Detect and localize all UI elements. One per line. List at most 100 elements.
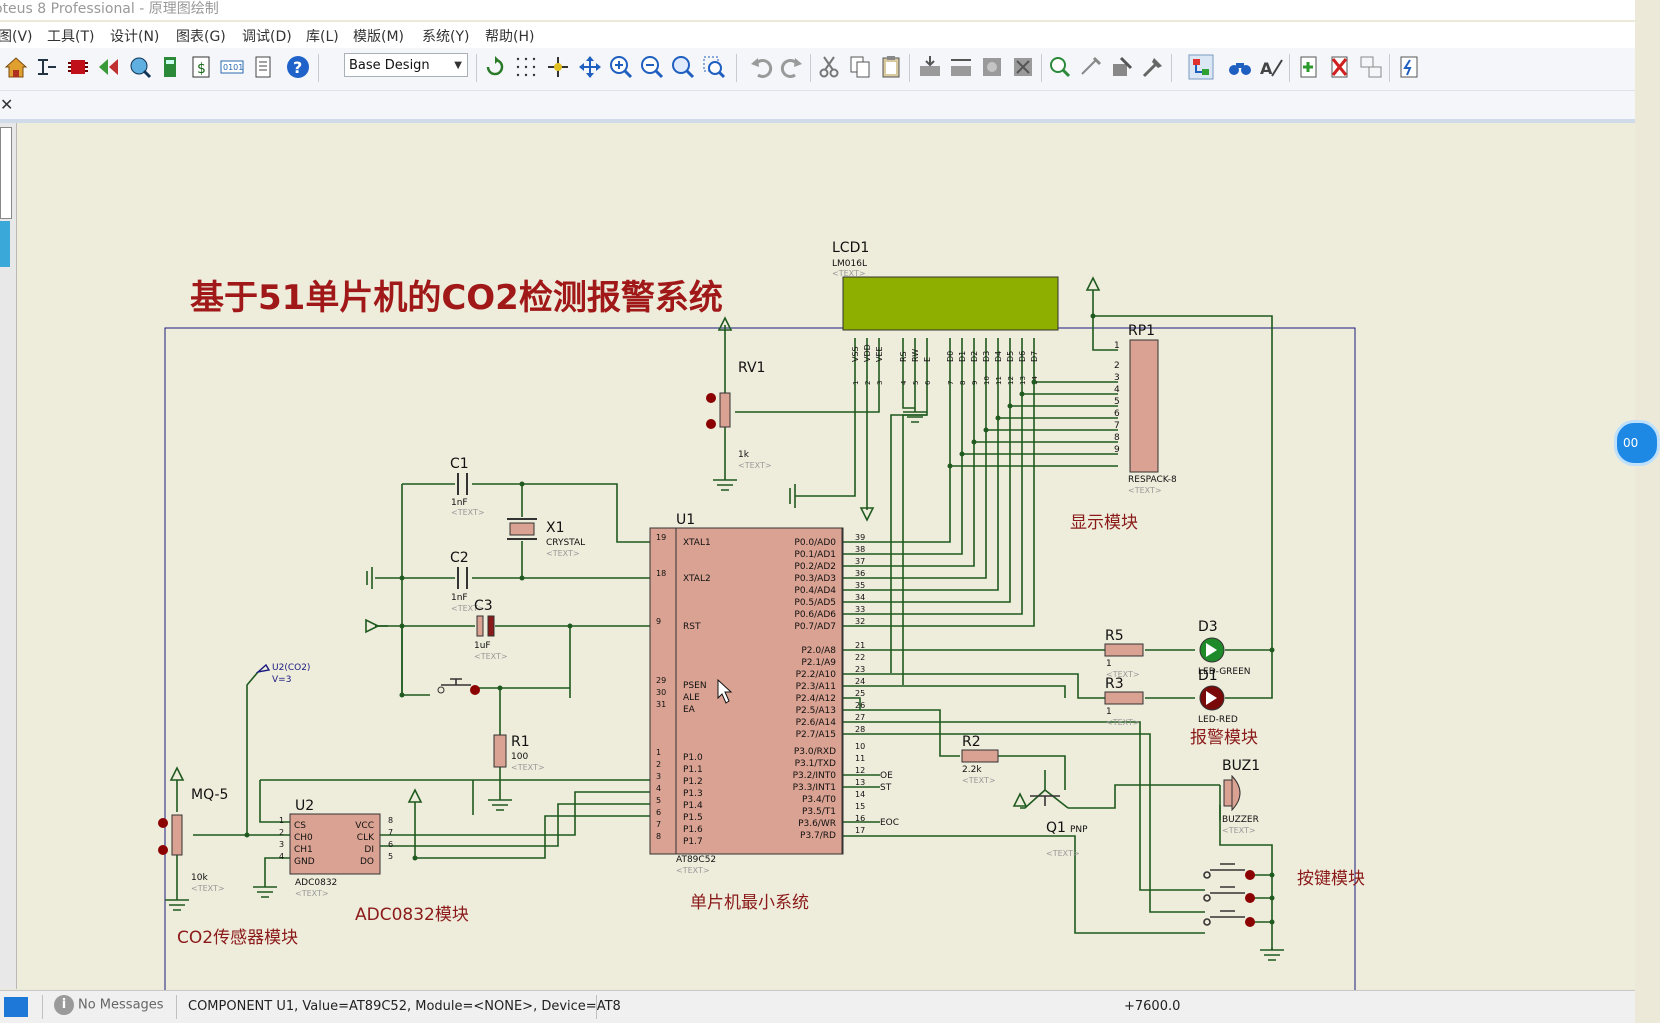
u1-pin-num: 18 <box>656 569 666 578</box>
pan-icon[interactable] <box>577 54 603 80</box>
buzzer[interactable] <box>1223 774 1241 812</box>
panel-tab-highlight[interactable] <box>0 221 10 267</box>
copy-icon[interactable] <box>847 54 873 80</box>
menu-template[interactable]: 模版(M) <box>353 29 405 45</box>
u2-pin-num: 5 <box>388 852 393 861</box>
design-variant-select[interactable]: Base Design▼ <box>344 53 468 77</box>
led-red-d1[interactable] <box>1199 685 1225 711</box>
home-icon[interactable] <box>3 54 29 80</box>
search-tag-icon[interactable] <box>1227 54 1253 80</box>
buz1-text: <TEXT> <box>1222 826 1256 835</box>
crystal-x1[interactable] <box>507 518 537 540</box>
u2-pin-cs: CS <box>294 821 306 831</box>
mq5-sensor[interactable] <box>158 814 183 856</box>
zoom-in-icon[interactable] <box>608 54 634 80</box>
zoom-all-icon[interactable] <box>670 54 696 80</box>
design-explorer-icon[interactable] <box>157 54 183 80</box>
make-device-icon[interactable] <box>1078 54 1104 80</box>
schematic-canvas[interactable]: 基于51单片机的CO2检测报警系统 显示模块 报警模块 按键模块 单片机最小系统… <box>17 123 1635 999</box>
u1-pin-num: 37 <box>855 557 865 566</box>
cut-icon[interactable] <box>816 54 842 80</box>
resistor-r5[interactable] <box>1104 643 1144 657</box>
origin-icon[interactable] <box>545 54 571 80</box>
paste-icon[interactable] <box>878 54 904 80</box>
key-buttons[interactable] <box>1203 863 1255 927</box>
adc-u2[interactable] <box>289 813 381 875</box>
zoom-area-icon[interactable] <box>701 54 727 80</box>
grid-toggle-icon[interactable] <box>513 54 539 80</box>
resistor-r2[interactable] <box>961 749 999 763</box>
d3-ref: D3 <box>1198 619 1218 635</box>
pcb-layout-icon[interactable] <box>65 54 91 80</box>
mouse-cursor-icon <box>717 678 733 704</box>
resistor-pack[interactable]: RP1 RESPACK-8 <TEXT> <box>1128 323 1177 495</box>
side-floating-badge[interactable]: 00 <box>1614 420 1660 466</box>
u1-pin-ea: EA <box>683 705 696 715</box>
wire-autorouter-icon[interactable] <box>1188 54 1214 80</box>
u2-pin-num: 1 <box>279 816 284 825</box>
remove-sheet-icon[interactable] <box>1327 54 1353 80</box>
resistor-r3[interactable] <box>1104 691 1144 705</box>
project-notes-icon[interactable] <box>250 54 276 80</box>
voltage-probe[interactable] <box>255 663 271 674</box>
help-icon[interactable]: ? <box>285 54 311 80</box>
resistor-r1[interactable] <box>493 734 507 768</box>
redo-icon[interactable] <box>779 54 805 80</box>
lcd-pin-d4: D4 <box>994 351 1003 362</box>
u1-pin-p3-7-rd: P3.7/RD <box>800 831 836 841</box>
u1-pin-p2-6-a14: P2.6/A14 <box>796 718 837 728</box>
menu-design[interactable]: 设计(N) <box>110 29 160 45</box>
block-delete-icon[interactable] <box>1010 54 1036 80</box>
lcd-pin-num: 3 <box>876 381 884 385</box>
capacitor-c3[interactable] <box>476 615 495 637</box>
source-code-icon[interactable]: 0101 <box>219 54 245 80</box>
gerber-viewer-icon[interactable] <box>127 54 153 80</box>
simulation-stop-button[interactable] <box>4 997 28 1017</box>
exit-to-parent-icon[interactable] <box>1358 54 1384 80</box>
property-assignment-icon[interactable]: A <box>1258 54 1284 80</box>
block-move-icon[interactable] <box>948 54 974 80</box>
menu-graph[interactable]: 图表(G) <box>176 29 226 45</box>
u1-pin-ale: ALE <box>683 693 700 703</box>
u1-pin-num: 9 <box>656 617 661 626</box>
lcd-text: <TEXT> <box>832 269 866 278</box>
refresh-icon[interactable] <box>482 54 508 80</box>
undo-icon[interactable] <box>748 54 774 80</box>
menu-system[interactable]: 系统(Y) <box>422 29 470 45</box>
menu-library[interactable]: 库(L) <box>306 29 339 45</box>
mcu-u1[interactable]: U1 AT89C52 <TEXT> <box>649 512 844 875</box>
led-green-d3[interactable] <box>1199 637 1225 663</box>
rp1-pin-num: 3 <box>1114 373 1120 383</box>
r1-text: <TEXT> <box>511 763 545 772</box>
new-sheet-icon[interactable] <box>1296 54 1322 80</box>
c3-text: <TEXT> <box>474 652 508 661</box>
oe-net-label: OE <box>880 771 893 781</box>
schematic-capture-icon[interactable] <box>34 54 60 80</box>
svg-text:?: ? <box>293 58 302 77</box>
menu-help[interactable]: 帮助(H) <box>485 29 535 45</box>
pick-parts-icon[interactable] <box>1047 54 1073 80</box>
bill-of-materials-icon[interactable]: $ <box>188 54 214 80</box>
lcd-display[interactable]: LCD1 LM016L <TEXT> <box>832 240 1059 331</box>
packaging-tool-icon[interactable] <box>1109 54 1135 80</box>
u1-left-pins: 19XTAL118XTAL29RST29PSEN30ALE31EA1P1.02P… <box>656 533 711 847</box>
menu-tools[interactable]: 工具(T) <box>47 29 95 45</box>
u1-pin-num: 38 <box>855 545 865 554</box>
close-icon[interactable]: ✕ <box>0 95 14 114</box>
transistor-q1[interactable] <box>1030 795 1060 806</box>
potentiometer-rv1[interactable]: RV1 1k <TEXT> <box>706 360 772 470</box>
block-copy-icon[interactable] <box>917 54 943 80</box>
u2-pin-num: 4 <box>279 852 284 861</box>
menu-view[interactable]: 图(V) <box>0 29 33 45</box>
reset-button[interactable] <box>437 678 480 695</box>
electrical-rule-check-icon[interactable] <box>1396 54 1422 80</box>
st-net-label: ST <box>880 783 892 793</box>
decompose-icon[interactable] <box>1140 54 1166 80</box>
panel-scroll-handle[interactable] <box>0 127 12 219</box>
u1-model: AT89C52 <box>676 855 716 865</box>
zoom-out-icon[interactable] <box>639 54 665 80</box>
menu-debug[interactable]: 调试(D) <box>242 29 292 45</box>
3d-viewer-icon[interactable] <box>96 54 122 80</box>
block-rotate-icon[interactable] <box>979 54 1005 80</box>
